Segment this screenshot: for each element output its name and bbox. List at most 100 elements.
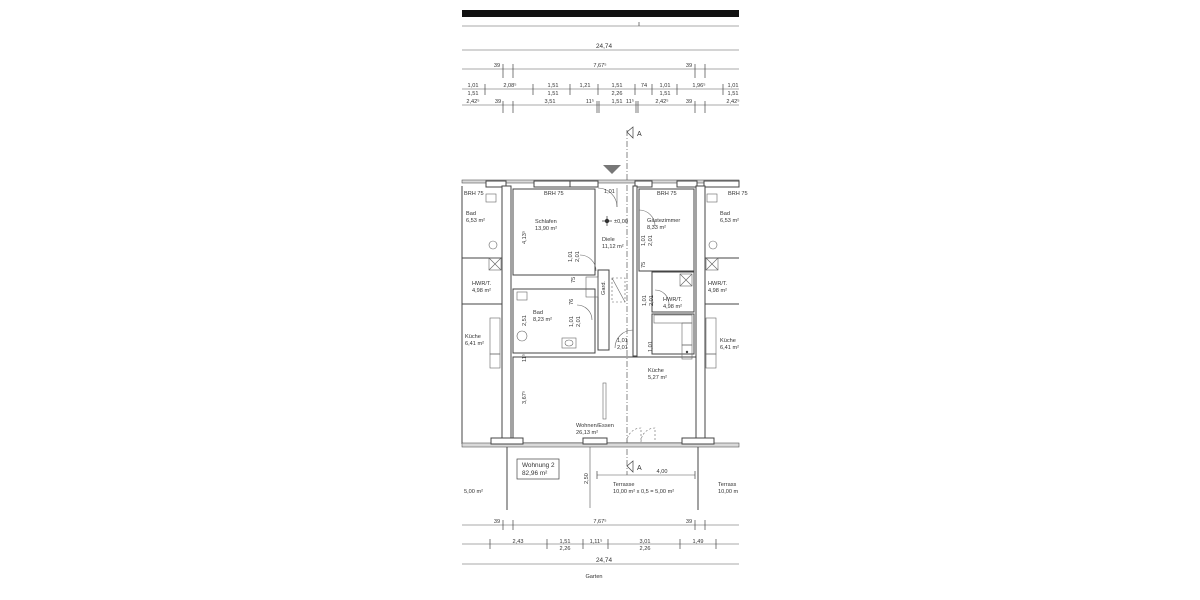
right-bad-name: Bad	[720, 211, 730, 217]
dim-bottom-r2-3-bottom: 2,26	[640, 546, 651, 552]
dim-top-r2-6-bottom: 1,51	[660, 91, 671, 97]
schlafen-area: 13,90 m²	[535, 226, 557, 232]
bad-area: 8,23 m²	[533, 317, 552, 323]
section-label-top: A	[637, 131, 642, 138]
overall-width-top: 24,74	[596, 43, 612, 50]
sill-left: BRH 75	[464, 191, 484, 197]
dim-bottom-r2-3-top: 3,01	[640, 539, 651, 545]
dim-top-r1-1: 7,67⁵	[593, 62, 606, 69]
apartment-name: Wohnung 2	[522, 462, 555, 469]
dim-schlafen-door-bottom: 2,01	[575, 251, 581, 262]
dim-bad-gap: 76	[569, 299, 575, 305]
kueche-area: 5,27 m²	[648, 375, 667, 381]
left-hwr-area: 4,98 m²	[472, 288, 491, 294]
section-axis: A A	[603, 126, 642, 475]
dim-hwr-door-top: 1,01	[642, 295, 648, 306]
north-facade	[461, 179, 740, 188]
level-marker-icon	[602, 216, 612, 226]
dim-bottom-r1-2: 39	[686, 519, 692, 525]
dim-kueche-door-top: 1,01	[648, 341, 654, 352]
right-hwr-area: 4,98 m²	[708, 288, 727, 294]
section-marker-bottom-icon	[626, 460, 634, 473]
dim-diele-door-bottom: 2,01	[617, 345, 628, 351]
hwr-area: 4,98 m²	[663, 304, 682, 310]
hwr-name: HWR/T.	[663, 297, 683, 303]
dim-top-r3-6: 2,42⁵	[655, 98, 668, 105]
title-bar	[462, 10, 739, 17]
dim-top-r2-1-top: 2,08⁵	[503, 82, 516, 89]
left-kueche-area: 6,41 m²	[465, 341, 484, 347]
dim-top-r2-4-bottom: 2,26	[612, 91, 623, 97]
dim-top-r2-2-top: 1,51	[548, 83, 559, 89]
bad-name: Bad	[533, 310, 543, 316]
dim-top-r1-2: 39	[686, 63, 692, 69]
dim-bad-door-top: 1,01	[569, 316, 575, 327]
left-bad-area: 6,53 m²	[466, 218, 485, 224]
dim-top-r3-5: 11⁵	[626, 98, 634, 105]
garden-label: Garten	[585, 574, 602, 580]
dim-gaeste-door-top: 1,01	[641, 235, 647, 246]
dim-bottom-r2-1-bottom: 2,26	[560, 546, 571, 552]
dim-schlafen-gap: 75	[571, 277, 577, 283]
left-kueche-name: Küche	[465, 334, 481, 340]
left-bad-name: Bad	[466, 211, 476, 217]
sill-gaeste: BRH 75	[657, 191, 677, 197]
dim-top-r2-8-bottom: 1,51	[728, 91, 739, 97]
dim-bottom-r2-0-top: 2,43	[513, 539, 524, 545]
dim-bad-wall: 2,51	[522, 315, 528, 326]
dim-top-r3-8: 2,42⁵	[726, 98, 739, 105]
dim-gaeste-gap: 75	[641, 262, 647, 268]
walls	[461, 185, 739, 445]
dim-top-r3-3: 11⁵	[586, 98, 594, 105]
kueche-name: Küche	[648, 368, 664, 374]
gaestezimmer-name: Gästezimmer	[647, 218, 680, 224]
dim-top-r2-0-top: 1,01	[468, 83, 479, 89]
terrace-left-partial: 5,00 m²	[464, 489, 483, 495]
sill-right: BRH 75	[728, 191, 748, 197]
dim-top-r2-8-top: 1,01	[728, 83, 739, 89]
bottom-dimension-chains: 39 7,67⁵ 39 2,43 1,51 2,26 1,11⁵ 3,01 2,…	[462, 518, 739, 580]
dim-diele-door-top: 1,01	[617, 338, 628, 344]
overall-width-bottom: 24,74	[596, 557, 612, 564]
dim-top-r3-7: 39	[686, 99, 692, 105]
dim-top-r2-5-top: 74	[641, 83, 647, 89]
wohnen-area: 26,13 m²	[576, 430, 598, 436]
dim-top-r1-0: 39	[494, 63, 500, 69]
dim-schlafen-wall: 4,13⁵	[521, 231, 528, 244]
right-bad-area: 6,53 m²	[720, 218, 739, 224]
fixtures: Gard.	[485, 187, 719, 443]
section-label-bottom: A	[637, 465, 642, 472]
dim-top-r2-3-top: 1,21	[580, 83, 591, 89]
terrace-name: Terrasse	[613, 482, 634, 488]
terrace-width: 4,00	[657, 469, 668, 475]
dim-hwr-door-bottom: 2,01	[649, 295, 655, 306]
dim-top-r2-0-bottom: 1,51	[468, 91, 479, 97]
diele-name: Diele	[602, 237, 615, 243]
dim-top-r3-2: 3,51	[545, 99, 556, 105]
dim-bad-door-bottom: 2,01	[576, 316, 582, 327]
dim-schlafen-door-top: 1,01	[568, 251, 574, 262]
left-hwr-name: HWR/T.	[472, 281, 492, 287]
right-kueche-area: 6,41 m²	[720, 345, 739, 351]
right-hwr-name: HWR/T.	[708, 281, 728, 287]
dim-bottom-r1-1: 7,67⁵	[593, 518, 606, 525]
level-marker-text: ±0,00	[614, 219, 628, 225]
terrace-right-partial: 10,00 m	[718, 489, 739, 495]
gaestezimmer-area: 8,33 m²	[647, 225, 666, 231]
dim-top-r2-2-bottom: 1,51	[548, 91, 559, 97]
schlafen-name: Schlafen	[535, 219, 557, 225]
section-marker-top-icon	[626, 126, 634, 139]
sill-schlafen: BRH 75	[544, 191, 564, 197]
dim-bottom-r2-4-top: 1,49	[693, 539, 704, 545]
dim-top-r3-1: 39	[495, 99, 501, 105]
dim-top-r2-4-top: 1,51	[612, 83, 623, 89]
entrance-triangle-icon	[603, 165, 621, 174]
dim-bottom-r2-1-top: 1,51	[560, 539, 571, 545]
diele-area: 11,12 m²	[602, 244, 624, 250]
dim-top-r2-7-top: 1,96⁵	[692, 82, 705, 89]
dim-top-r3-0: 2,42⁵	[466, 98, 479, 105]
right-kueche-name: Küche	[720, 338, 736, 344]
dim-top-r2-6-top: 1,01	[660, 83, 671, 89]
dim-top-r3-4: 1,51	[612, 99, 623, 105]
